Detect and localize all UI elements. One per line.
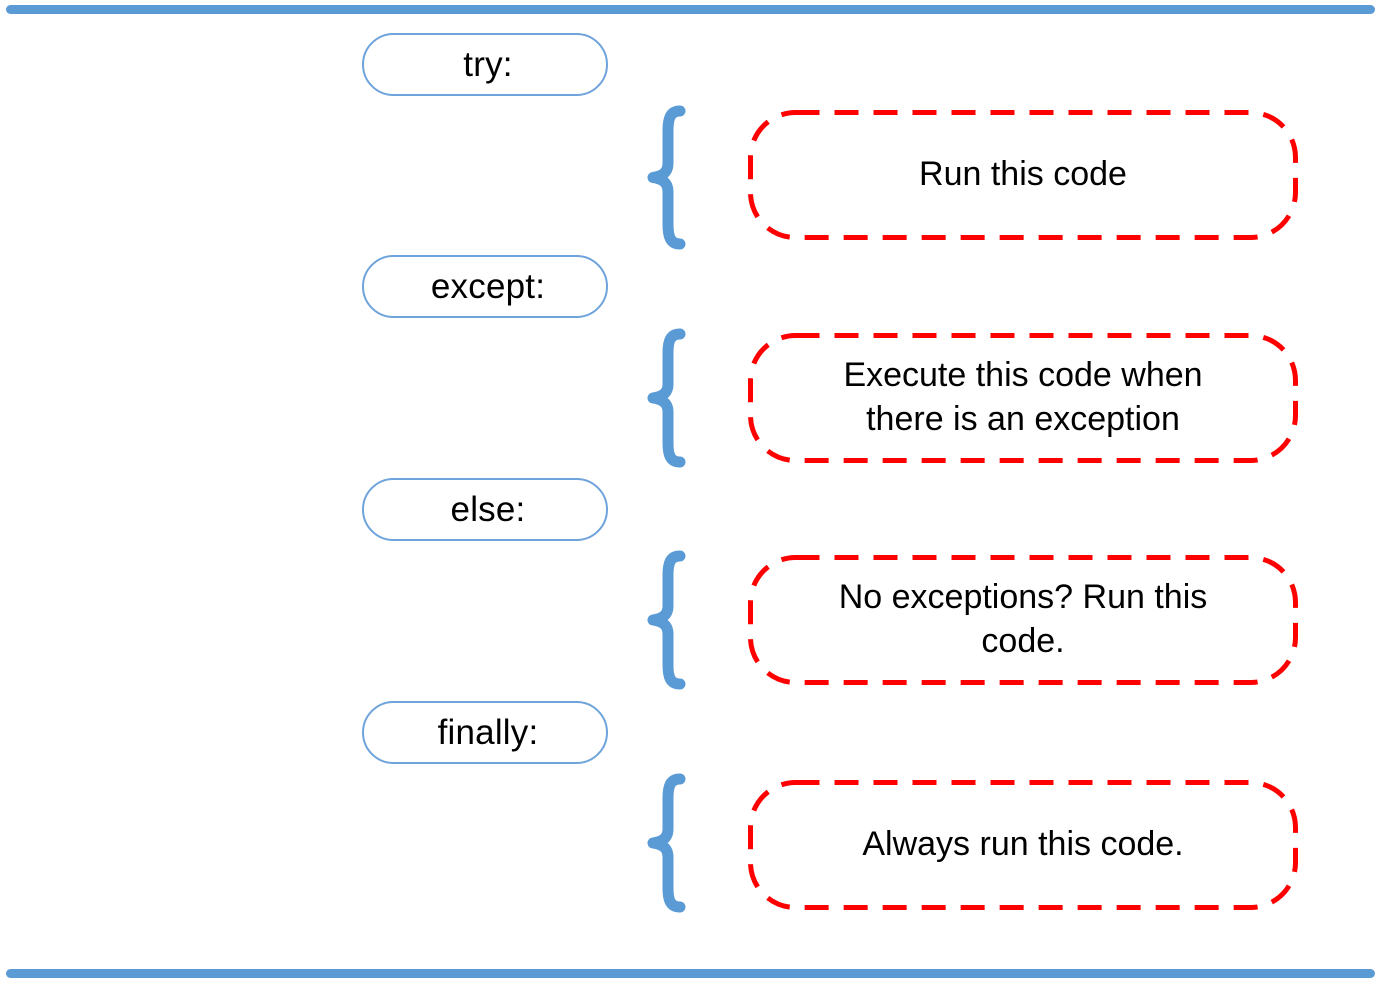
callout-box-except: Execute this code when there is an excep… [748,333,1298,463]
callout-box-try: Run this code [748,110,1298,240]
brace-icon-finally [640,773,692,913]
callout-text: No exceptions? Run this code. [838,578,1208,660]
callout-text: Run this code [919,155,1127,194]
callout-box-else: No exceptions? Run this code. [748,555,1298,685]
keyword-pill-label: except: [430,267,546,306]
brace-icon-except [640,328,692,468]
keyword-pill-label: finally: [437,713,539,752]
keyword-pill-try[interactable]: try: [362,33,608,96]
keyword-pill-else[interactable]: else: [362,478,608,541]
brace-icon-try [640,105,692,250]
keyword-pill-except[interactable]: except: [362,255,608,318]
bottom-accent-rule [6,969,1375,978]
keyword-pill-finally[interactable]: finally: [362,701,608,764]
keyword-pill-label: try: [463,45,513,84]
top-accent-rule [6,5,1375,14]
keyword-pill-label: else: [450,490,526,529]
callout-box-finally: Always run this code. [748,780,1298,910]
callout-text: Always run this code. [862,825,1184,864]
callout-text: Execute this code when there is an excep… [843,356,1203,438]
brace-icon-else [640,550,692,690]
